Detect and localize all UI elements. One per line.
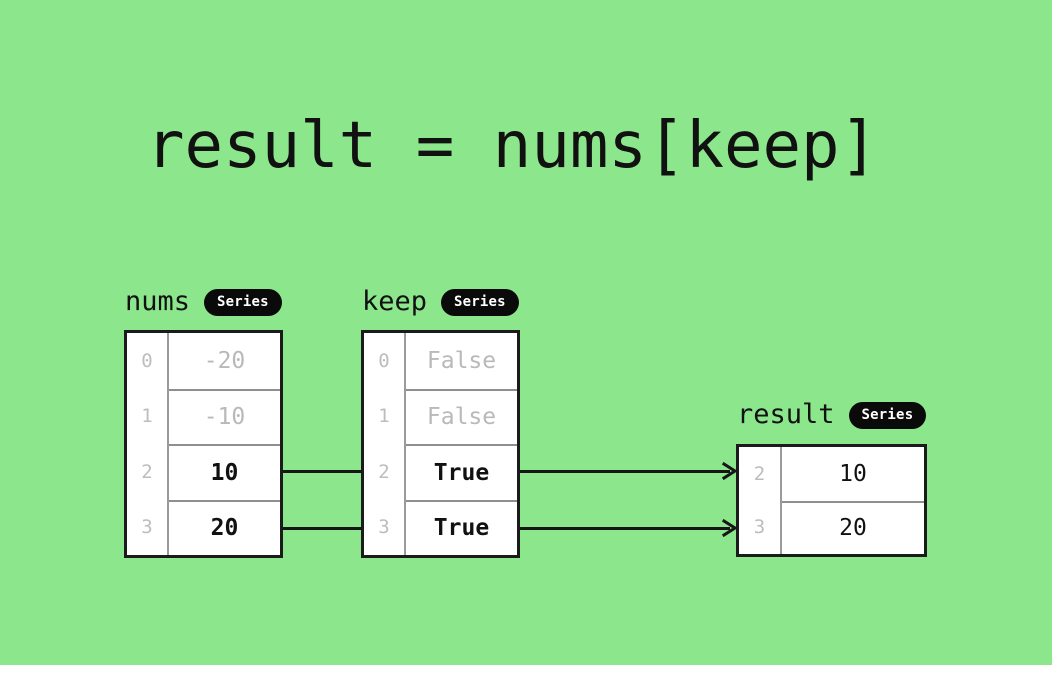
table-row: 3 20: [127, 499, 280, 555]
row-index: 3: [127, 499, 169, 555]
connector-nums-row3-to-keep-row3: [283, 527, 362, 530]
connector-keep-row2-to-result-row2: [520, 470, 730, 473]
table-row: 1 False: [364, 388, 517, 444]
row-value: 10: [169, 444, 280, 500]
row-index: 1: [127, 388, 169, 444]
keep-header: keep Series: [362, 287, 519, 317]
row-index: 2: [364, 444, 406, 500]
table-row: 2 10: [739, 447, 924, 501]
keep-type-badge: Series: [441, 288, 519, 316]
row-value: -10: [169, 388, 280, 444]
keep-table: 0 False 1 False 2 True 3 True: [361, 330, 520, 558]
keep-label: keep: [362, 286, 428, 317]
row-value: True: [406, 444, 517, 500]
row-value: -20: [169, 333, 280, 389]
nums-label: nums: [125, 286, 191, 317]
connector-keep-row3-to-result-row3: [520, 527, 730, 530]
bottom-white-strip: [0, 665, 1052, 673]
row-index: 0: [127, 333, 169, 389]
result-label: result: [737, 399, 835, 430]
table-row: 2 True: [364, 444, 517, 500]
nums-header: nums Series: [125, 287, 282, 317]
result-type-badge: Series: [848, 401, 927, 429]
row-index: 3: [364, 499, 406, 555]
table-row: 0 False: [364, 333, 517, 389]
nums-table: 0 -20 1 -10 2 10 3 20: [124, 330, 283, 558]
row-value: 20: [782, 500, 924, 554]
result-header: result Series: [737, 399, 927, 430]
table-row: 2 10: [127, 444, 280, 500]
row-value: 20: [169, 499, 280, 555]
table-row: 0 -20: [127, 333, 280, 389]
row-value: 10: [782, 447, 924, 501]
nums-type-badge: Series: [204, 288, 282, 316]
row-index: 3: [739, 500, 782, 554]
table-row: 1 -10: [127, 388, 280, 444]
table-row: 3 True: [364, 499, 517, 555]
connector-nums-row2-to-keep-row2: [283, 470, 362, 473]
row-index: 2: [739, 447, 782, 501]
row-index: 2: [127, 444, 169, 500]
row-index: 0: [364, 333, 406, 389]
table-row: 3 20: [739, 500, 924, 554]
row-value: True: [406, 499, 517, 555]
result-table: 2 10 3 20: [736, 444, 927, 557]
row-value: False: [406, 388, 517, 444]
row-index: 1: [364, 388, 406, 444]
row-value: False: [406, 333, 517, 389]
page-title: result = nums[keep]: [146, 109, 879, 183]
